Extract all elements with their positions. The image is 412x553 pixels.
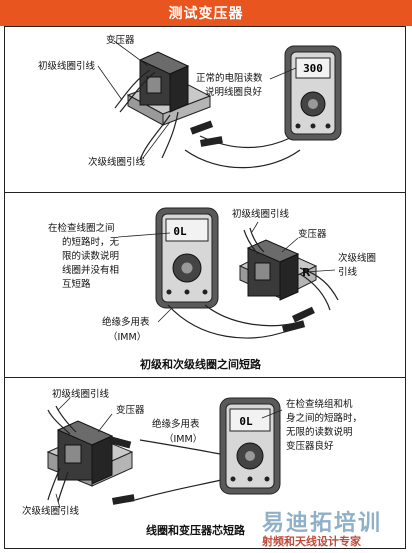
s1-transformer-label: 变压器 bbox=[106, 35, 135, 46]
s3-imm-label: 绝缘多用表 bbox=[152, 419, 200, 430]
multimeter-1 bbox=[284, 45, 342, 141]
s3-caption: 线圈和变压器芯短路 bbox=[146, 524, 245, 537]
s3-primary-label: 初级线圈引线 bbox=[52, 389, 110, 400]
s1-primary-label: 初级线圈引线 bbox=[38, 61, 96, 72]
content-frame bbox=[4, 26, 406, 549]
s2-caption: 初级和次级线圈之间短路 bbox=[140, 358, 261, 371]
multimeter-3 bbox=[219, 397, 281, 495]
transformer-2 bbox=[238, 239, 318, 301]
display-reading-2: 0L bbox=[173, 225, 187, 238]
s2-note-line5: 互短路 bbox=[62, 279, 91, 290]
s2-secondary-line1: 次级线圈 bbox=[338, 253, 377, 264]
watermark-tagline: 射频和天线设计专家 bbox=[262, 535, 361, 548]
s1-secondary-label: 次级线圈引线 bbox=[88, 157, 146, 168]
s2-secondary-line2: 引线 bbox=[338, 267, 358, 278]
probe-1b bbox=[200, 136, 223, 147]
section-divider-1 bbox=[4, 192, 406, 193]
s2-note-line3: 限的读数说明 bbox=[62, 251, 120, 262]
s2-primary-label: 初级线圈引线 bbox=[232, 209, 290, 220]
display-reading-3: 0L bbox=[239, 415, 253, 428]
s3-secondary-label: 次级线圈引线 bbox=[22, 506, 80, 517]
s3-note-line3: 无限的读数说明 bbox=[286, 427, 353, 438]
probe-2b bbox=[281, 320, 306, 333]
transformer-3 bbox=[46, 420, 134, 487]
s3-imm-abbr: （IMM） bbox=[164, 434, 203, 445]
s3-note-line1: 在检查绕组和机 bbox=[286, 399, 353, 410]
s2-note-line4: 线圈并没有相 bbox=[62, 265, 120, 276]
s2-transformer-label: 变压器 bbox=[298, 229, 327, 240]
probe-3b bbox=[112, 494, 135, 505]
s1-note-line2: 说明线圈良好 bbox=[205, 87, 263, 98]
s2-imm-abbr: （IMM） bbox=[108, 332, 147, 343]
s1-note-line1: 正常的电阻读数 bbox=[196, 73, 263, 84]
s3-note-line2: 身之间的短路时， bbox=[286, 413, 363, 424]
s2-r-label: R bbox=[302, 266, 311, 279]
multimeter-2 bbox=[155, 207, 219, 309]
watermark-logo-text: 易迪拓培训 bbox=[262, 511, 383, 536]
page-title: 测试变压器 bbox=[0, 0, 412, 26]
s3-transformer-label: 变压器 bbox=[116, 405, 145, 416]
s2-imm-label: 绝缘多用表 bbox=[102, 317, 150, 328]
probe-2a bbox=[292, 306, 315, 323]
s2-note-line2: 的短路时，无 bbox=[62, 237, 120, 248]
transformer-1 bbox=[126, 51, 212, 126]
s3-note-line4: 变压器良好 bbox=[286, 441, 334, 452]
probe-3a bbox=[108, 436, 132, 449]
display-reading-1: 300 bbox=[303, 62, 323, 75]
s2-note-line1: 在检查线圈之间 bbox=[48, 223, 115, 234]
section-divider-2 bbox=[4, 377, 406, 378]
probe-1a bbox=[190, 120, 214, 135]
